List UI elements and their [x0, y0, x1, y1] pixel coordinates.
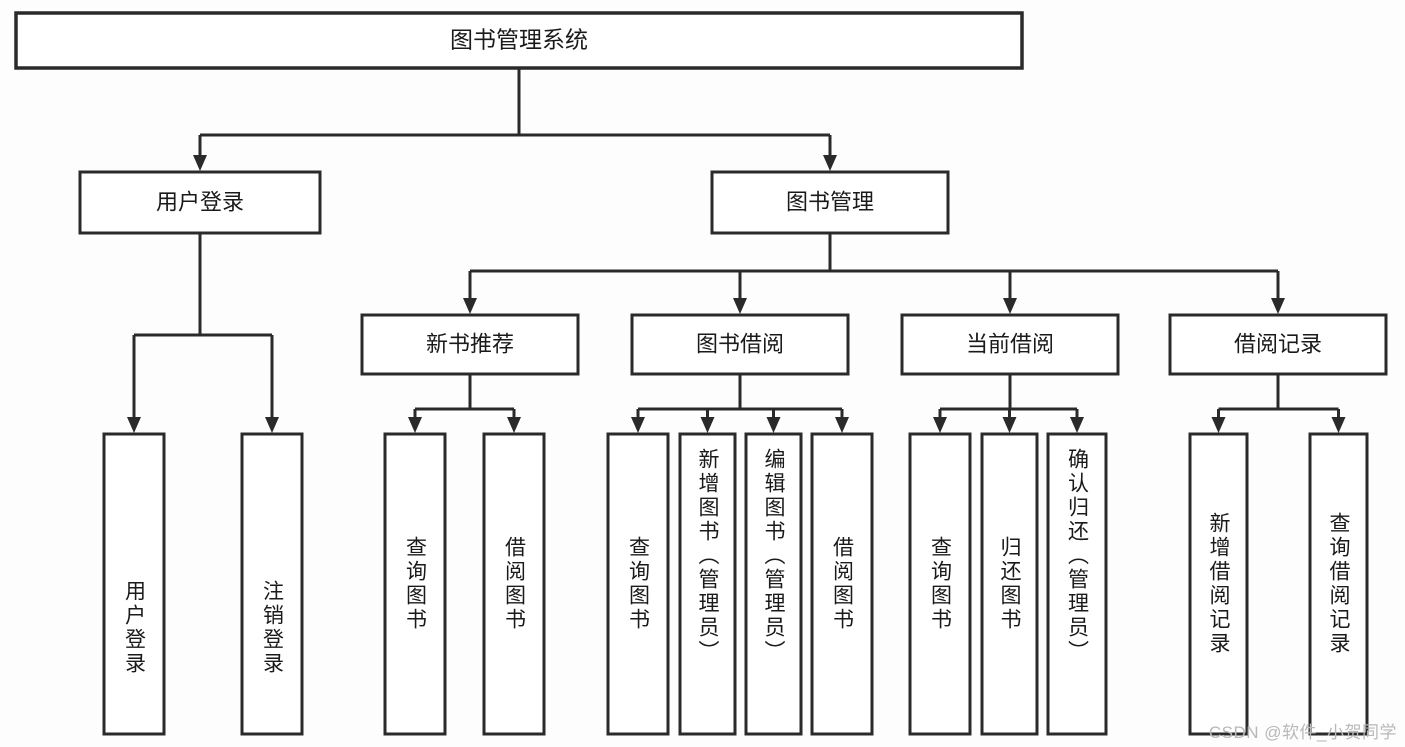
arrow-head-icon [631, 417, 645, 433]
arrow-head-icon [127, 417, 141, 433]
leaf-1-box[interactable] [240, 432, 304, 736]
arrow-head-icon [700, 417, 715, 433]
arrow-head-icon [1211, 417, 1226, 433]
leaf-5-box[interactable] [678, 432, 737, 736]
node-level3-0-label: 新书推荐 [426, 331, 514, 356]
arrow-head-icon [463, 298, 477, 314]
watermark: CSDN @软件_小贺同学 [1208, 723, 1397, 742]
leaf-9-box[interactable] [980, 432, 1039, 736]
leaf-12-box[interactable] [1308, 432, 1369, 736]
leaf-10-box[interactable] [1046, 432, 1108, 736]
leaf-0-box[interactable] [102, 432, 166, 736]
arrow-head-icon [1002, 417, 1017, 433]
arrow-head-icon [766, 417, 781, 433]
node-level3-2-label: 当前借阅 [966, 331, 1054, 356]
node-level3-1-label: 图书借阅 [696, 331, 784, 356]
arrow-head-icon [507, 417, 521, 433]
node-level3-3-box[interactable] [1168, 313, 1388, 376]
leaf-8-box[interactable] [908, 432, 972, 736]
node-level2-0-label: 用户登录 [156, 189, 244, 214]
arrow-head-icon [933, 417, 947, 433]
node-level3-3-label: 借阅记录 [1234, 331, 1322, 356]
leaf-7-box[interactable] [810, 432, 874, 736]
arrow-head-icon [265, 417, 279, 433]
arrow-head-icon [835, 417, 849, 433]
leaf-2-box[interactable] [383, 432, 447, 736]
leaf-3-box[interactable] [482, 432, 546, 736]
node-level3-1-box[interactable] [630, 313, 850, 376]
leaf-4-box[interactable] [606, 432, 670, 736]
leaf-6-box[interactable] [744, 432, 803, 736]
box-layer [14, 11, 1388, 736]
arrow-head-icon [1070, 417, 1084, 433]
arrow-head-icon [733, 298, 747, 314]
leaf-11-box[interactable] [1188, 432, 1249, 736]
arrow-head-icon [1271, 298, 1285, 314]
arrow-head-icon [193, 155, 207, 171]
connector-layer [127, 68, 1346, 433]
node-level2-0-box[interactable] [78, 170, 322, 235]
node-level3-2-box[interactable] [900, 313, 1120, 376]
node-level2-1-box[interactable] [710, 170, 950, 235]
node-root-label: 图书管理系统 [450, 27, 588, 53]
node-level2-1-label: 图书管理 [786, 189, 874, 214]
arrow-head-icon [1331, 417, 1346, 433]
node-level3-0-box[interactable] [360, 313, 580, 376]
node-root-box[interactable] [14, 11, 1024, 70]
arrow-head-icon [408, 417, 422, 433]
arrow-head-icon [823, 155, 837, 171]
arrow-head-icon [1003, 298, 1017, 314]
